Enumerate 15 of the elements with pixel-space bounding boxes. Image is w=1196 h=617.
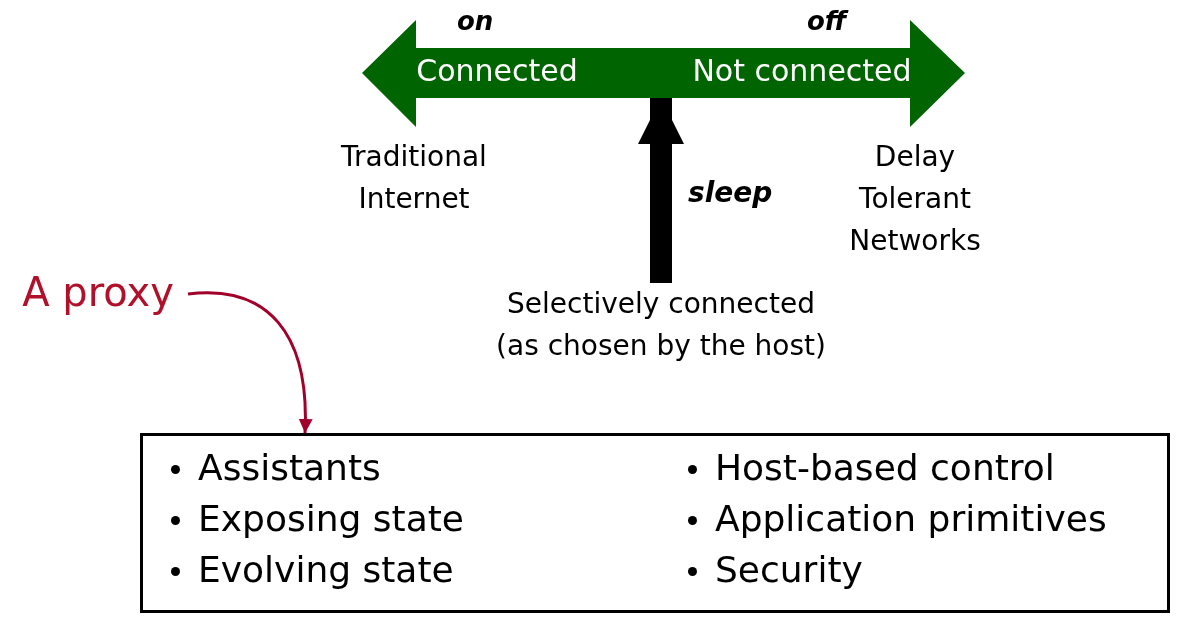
list-item: Application primitives [715,497,1107,541]
caption-text: Selectively connected (as chosen by the host) [491,283,831,367]
state-label: on [457,6,494,36]
arrow-label: Not connected [691,53,913,89]
list-item: Exposing state [198,497,464,541]
list-item: Evolving state [198,548,454,592]
list-item: Security [715,548,863,592]
list-item: Assistants [198,446,381,490]
state-label: off [807,6,847,36]
arrow-label: Connected [415,53,579,89]
caption-text: Traditional Internet [340,139,488,217]
callout-text: A proxy [8,268,188,316]
caption-text: Delay Tolerant Networks [848,139,982,259]
list-box [140,433,1170,613]
list-item: Host-based control [715,446,1055,490]
